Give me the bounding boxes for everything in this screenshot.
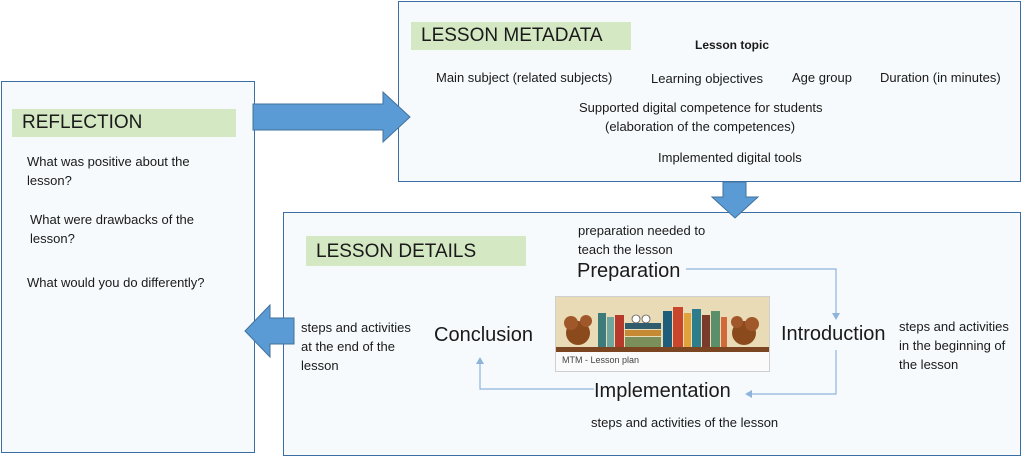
conclusion-label: Conclusion: [434, 324, 533, 346]
reflection-question-differently: What would you do differently?: [27, 275, 205, 290]
reflection-header: REFLECTION: [12, 109, 236, 137]
implementation-note: steps and activities of the lesson: [591, 415, 779, 430]
connector-implementation-conclusion: [479, 361, 594, 390]
main-subject: Main subject (related subjects): [436, 70, 613, 85]
connector-preparation-introduction: [686, 268, 837, 317]
digital-competence-detail: (elaboration of the competences): [605, 119, 796, 134]
bookshelf-illustration: [556, 297, 769, 371]
age-group: Age group: [792, 70, 852, 85]
preparation-note: preparation needed to teach the lesson: [578, 223, 706, 257]
lesson-plan-caption: MTM - Lesson plan: [562, 355, 640, 365]
digital-competence: Supported digital competence for student…: [579, 100, 823, 115]
conclusion-note: steps and activities at the end of the l…: [301, 320, 411, 373]
details-header: LESSON DETAILS: [306, 236, 526, 266]
connector-introduction-implementation: [750, 350, 837, 395]
arrow-details-to-reflection: [244, 303, 295, 359]
introduction-note: steps and activities in the beginning of…: [899, 319, 1009, 372]
digital-tools: Implemented digital tools: [658, 150, 802, 165]
reflection-panel: [1, 81, 255, 453]
lesson-plan-image: MTM - Lesson plan: [555, 296, 770, 372]
implementation-label: Implementation: [594, 380, 731, 402]
arrow-reflection-to-metadata: [252, 90, 411, 144]
reflection-question-drawbacks: What were drawbacks of the lesson?: [30, 212, 195, 246]
lesson-topic: Lesson topic: [695, 38, 770, 52]
reflection-question-positive: What was positive about the lesson?: [27, 154, 190, 188]
introduction-label: Introduction: [781, 323, 886, 345]
preparation-label: Preparation: [577, 260, 681, 282]
metadata-header: LESSON METADATA: [411, 22, 631, 50]
arrow-metadata-to-details: [710, 181, 760, 219]
duration: Duration (in minutes): [880, 70, 1001, 85]
learning-objectives: Learning objectives: [651, 71, 764, 86]
